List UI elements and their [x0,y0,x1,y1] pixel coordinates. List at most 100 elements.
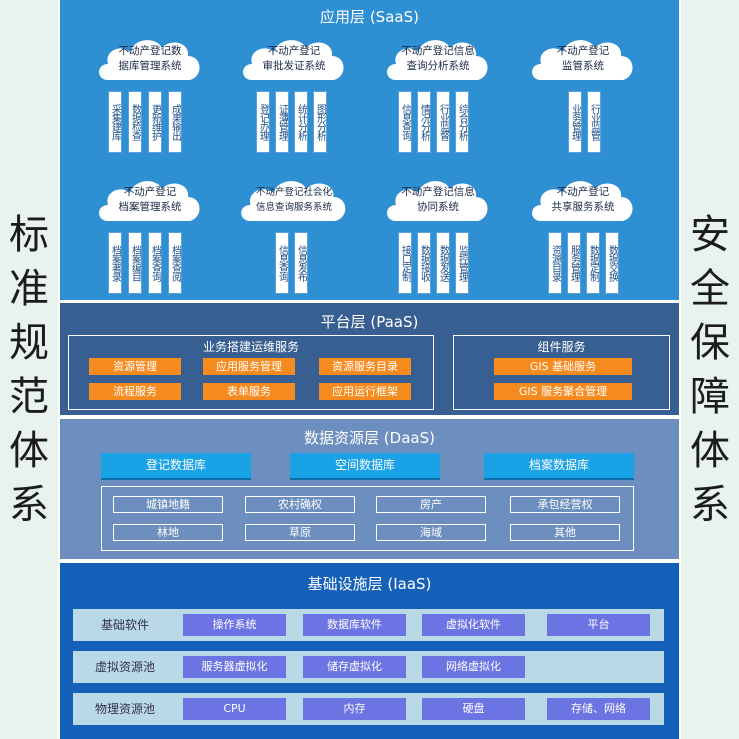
function-box: 服务管理 [567,232,581,294]
standards-system-panel: 标 准 规 范 体 系 [0,0,58,739]
system-cloud: 不动产登记数据库管理系统 [94,34,206,86]
function-box: 证薄管理 [275,91,289,153]
system-cloud: 不动产登记信息查询分析系统 [382,34,494,86]
paas-layer: 平台层 (PaaS) 业务搭建运维服务 资源管理 应用服务管理 资源服务目录 流… [60,303,679,415]
function-box: 数据检查 [128,91,142,153]
database-button: 空间数据库 [290,453,440,478]
iaas-layer: 基础设施层 (IaaS) 基础软件 操作系统 数据库软件 虚拟化软件 平台 虚拟… [60,563,679,739]
function-box: 数据发送 [436,232,450,294]
infra-item: 服务器虚拟化 [183,656,286,678]
cloud-text-line: 不动产登记信息 [401,186,475,198]
cloud-text-line: 不动产登记社会化 [255,187,332,198]
cloud-text-line: 档案管理系统 [118,201,182,213]
component-service-item: GIS 服务聚合管理 [494,383,632,400]
cloud-text-line: 不动产登记信息 [401,45,475,57]
cloud-text-line: 不动产登记 [556,45,610,57]
function-box: 更新维护 [148,91,162,153]
ops-service-item: 应用运行框架 [319,383,411,400]
function-box: 接口定制 [398,232,412,294]
ops-service-item: 资源管理 [89,358,181,375]
function-box: 采集建库 [108,91,122,153]
function-box: 信息发布 [294,232,308,294]
system-cloud: 不动产登记档案管理系统 [94,175,206,227]
function-box: 信息查询 [275,232,289,294]
data-category: 海域 [376,524,486,541]
infra-row-virtual-pool: 虚拟资源池 服务器虚拟化 储存虚拟化 网络虚拟化 [73,651,664,683]
infra-item: 内存 [303,698,406,720]
function-box: 档案编目 [128,232,142,294]
infra-item: 网络虚拟化 [422,656,525,678]
function-box: 档案查询 [148,232,162,294]
system-cloud: 不动产登记信息协同系统 [382,175,494,227]
infra-item: 平台 [547,614,650,636]
infra-item: 操作系统 [183,614,286,636]
cloud-text-line: 据库管理系统 [118,60,182,72]
saas-layer: 应用层 (SaaS) 不动产登记数据库管理系统 不动产登记审批发证系统 不动产登… [60,0,679,300]
ops-service-item: 应用服务管理 [203,358,295,375]
function-box: 业务管理 [568,91,582,153]
infra-row-physical-pool: 物理资源池 CPU 内存 硬盘 存储、网络 [73,693,664,725]
infra-row-label: 虚拟资源池 [94,660,155,674]
system-cloud: 不动产登记社会化信息查询服务系统 [236,175,352,227]
cloud-text-line: 查询分析系统 [406,60,470,72]
standards-char: 体 [9,427,49,474]
cloud-text-line: 审批发证系统 [262,60,326,72]
security-char: 安 [690,211,730,258]
function-box: 成果输出 [168,91,182,153]
standards-char: 准 [9,265,49,312]
ops-service-item: 流程服务 [89,383,181,400]
ops-service-box: 业务搭建运维服务 资源管理 应用服务管理 资源服务目录 流程服务 表单服务 应用… [68,335,434,410]
database-button: 登记数据库 [101,453,251,478]
data-category: 房产 [376,496,486,513]
function-box: 登记办理 [256,91,270,153]
security-char: 系 [690,481,730,528]
ops-service-title: 业务搭建运维服务 [202,340,299,354]
daas-title: 数据资源层 (DaaS) [304,429,435,447]
infra-item: 虚拟化软件 [422,614,525,636]
infra-row-basic-software: 基础软件 操作系统 数据库软件 虚拟化软件 平台 [73,609,664,641]
infra-item: 存储、网络 [547,698,650,720]
function-box: 档案查阅 [168,232,182,294]
data-category: 草原 [245,524,355,541]
function-box: 资源目录 [548,232,562,294]
infra-row-label: 基础软件 [100,618,149,632]
data-category: 林地 [113,524,223,541]
ops-service-item: 表单服务 [203,383,295,400]
infra-item: 数据库软件 [303,614,406,636]
data-category-grid: 城镇地籍 农村确权 房产 承包经营权 林地 草原 海域 其他 [101,486,634,551]
function-box: 数据定制 [586,232,600,294]
standards-char: 系 [9,481,49,528]
saas-title: 应用层 (SaaS) [320,8,419,26]
function-box: 行业监管 [587,91,601,153]
data-category: 承包经营权 [510,496,620,513]
function-box: 档案著录 [108,232,122,294]
data-category: 其他 [510,524,620,541]
security-char: 全 [690,265,730,312]
function-box: 情况分析 [417,91,431,153]
standards-char: 规 [9,319,49,366]
function-box: 综合分析 [455,91,469,153]
function-box: 行业监督 [436,91,450,153]
security-char: 体 [690,427,730,474]
system-cloud: 不动产登记审批发证系统 [238,34,350,86]
cloud-text-line: 协同系统 [417,201,459,213]
paas-title: 平台层 (PaaS) [320,313,419,331]
infra-row-label: 物理资源池 [94,702,155,716]
component-service-box: 组件服务 GIS 基础服务 GIS 服务聚合管理 [453,335,670,410]
cloud-text-line: 不动产登记 [556,186,610,198]
infra-item: CPU [183,698,286,720]
function-box: 图形分析 [313,91,327,153]
cloud-text-line: 不动产登记 [123,186,177,198]
infra-item: 硬盘 [422,698,525,720]
security-char: 障 [690,373,730,420]
function-box: 信息查询 [398,91,412,153]
function-box: 数据交换 [605,232,619,294]
cloud-text-line: 共享服务系统 [551,201,615,213]
component-service-item: GIS 基础服务 [494,358,632,375]
ops-service-item: 资源服务目录 [319,358,411,375]
component-service-title: 组件服务 [537,340,586,354]
standards-char: 范 [9,373,49,420]
function-box: 统计分析 [294,91,308,153]
system-cloud: 不动产登记共享服务系统 [527,175,639,227]
daas-layer: 数据资源层 (DaaS) 登记数据库 空间数据库 档案数据库 城镇地籍 农村确权… [60,419,679,559]
